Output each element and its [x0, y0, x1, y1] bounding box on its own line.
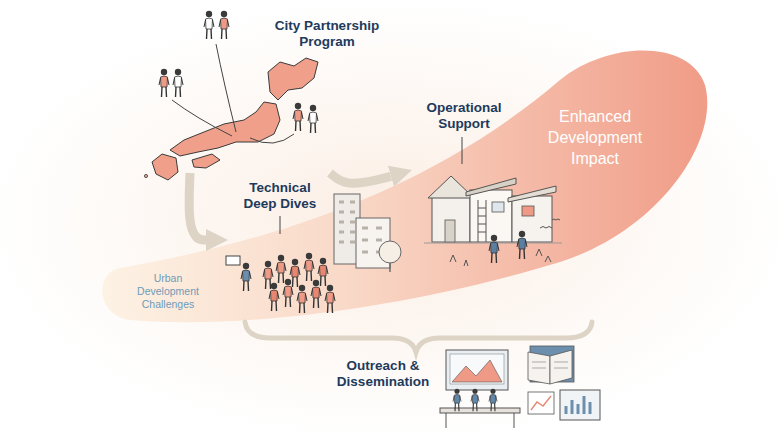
person-figure	[269, 283, 279, 311]
person-figure	[311, 280, 321, 308]
book-lines	[532, 362, 568, 368]
japan-map	[144, 58, 318, 180]
crowd	[226, 253, 335, 313]
house-window	[492, 202, 504, 212]
person-figure	[219, 11, 229, 39]
map-island	[192, 154, 220, 168]
chart-line	[531, 396, 551, 410]
city-buildings	[334, 194, 401, 272]
person-figure	[159, 69, 169, 97]
ladder	[478, 200, 486, 242]
illustrated-step: Outreach & Dissemination	[326, 354, 442, 396]
person-figure	[204, 11, 214, 39]
house	[512, 196, 552, 242]
illustrated-step: Technical Deep Dives	[228, 178, 358, 318]
plants	[450, 249, 551, 266]
informal-housing	[424, 176, 562, 266]
map-island	[152, 154, 178, 180]
person-figure	[471, 389, 479, 412]
person-figure	[283, 279, 293, 307]
partnership-arc	[172, 100, 232, 136]
tablet	[560, 390, 600, 420]
illustrated-step: City Partnership Program	[140, 8, 399, 173]
chart-card	[528, 392, 554, 414]
map-island	[268, 58, 318, 100]
partnership-arc	[250, 134, 294, 143]
impact-band	[102, 51, 707, 323]
illustrated-step: Operational Support	[412, 98, 562, 273]
leader-line	[462, 137, 463, 164]
person-figure	[489, 235, 499, 263]
tablet-bars	[566, 396, 590, 414]
person-figure	[325, 285, 335, 313]
flow-arrow	[330, 173, 391, 183]
step-heading: Outreach & Dissemination	[328, 358, 438, 390]
step-heading: Operational Support	[414, 100, 514, 132]
house-accent	[522, 206, 534, 216]
held-sign	[226, 256, 240, 265]
book-page	[550, 350, 572, 384]
person-figure	[297, 285, 307, 313]
house-door	[445, 220, 455, 242]
step-heading: City Partnership Program	[260, 18, 395, 50]
tree	[379, 241, 401, 263]
tree-trunk	[389, 263, 390, 272]
person-figure	[173, 69, 183, 97]
label-box: Urban Development Challenges	[124, 272, 212, 312]
flow-arrow	[189, 173, 206, 240]
house	[432, 196, 470, 242]
region-label: Enhanced Development Impact	[532, 106, 658, 169]
outreach-illustration	[440, 346, 600, 428]
person-figure	[241, 263, 251, 291]
screen	[450, 354, 504, 384]
person-figure	[489, 389, 497, 412]
person-figure	[517, 231, 527, 259]
person-figure	[290, 259, 300, 287]
region-label: Urban Development Challenges	[124, 272, 212, 311]
table-legs	[446, 413, 514, 428]
house	[470, 190, 512, 242]
person-figure	[276, 255, 286, 283]
person-figure	[318, 258, 328, 286]
step-heading: Technical Deep Dives	[233, 180, 328, 212]
person-figure	[308, 105, 318, 133]
label-box: Enhanced Development Impact	[532, 106, 658, 169]
birds	[540, 219, 560, 228]
house-roof	[508, 186, 556, 202]
table	[440, 408, 520, 413]
partnership-arc	[216, 44, 236, 132]
person-figure	[293, 103, 303, 131]
map-island	[144, 174, 147, 177]
building-windows	[362, 228, 382, 252]
leader-line	[280, 216, 281, 234]
house-roof	[466, 178, 516, 196]
person-figure	[304, 253, 314, 281]
screen-chart	[452, 360, 502, 382]
building-windows	[339, 202, 355, 242]
person-figure	[453, 389, 461, 412]
presentation-board	[446, 350, 508, 390]
